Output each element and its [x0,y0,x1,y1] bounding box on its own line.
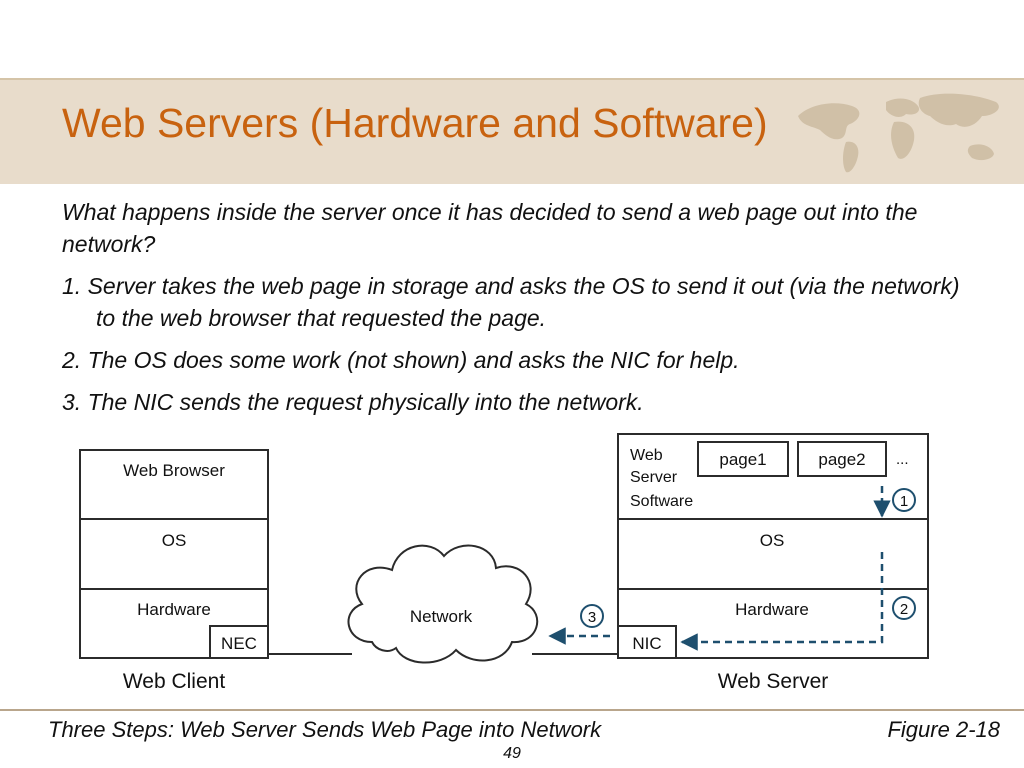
step-2-marker [892,596,916,620]
slide-title: Web Servers (Hardware and Software) [62,100,768,146]
client-nic-box [209,625,269,659]
svg-text:2: 2 [900,601,908,618]
client-os-label: OS [162,531,187,550]
step-2-arrow [680,552,884,651]
step-3-text: 3. The NIC sends the request physically … [62,389,644,415]
step-1-marker [892,488,916,512]
server-label: Web Server [718,670,829,693]
slide-body: What happens inside the server once it h… [62,196,962,428]
title-banner [0,78,1024,184]
server-os-label: OS [760,531,785,550]
footer-divider [0,709,1024,711]
page-number: 49 [503,745,521,762]
client-browser-label: Web Browser [123,461,225,480]
step-2-text: 2. The OS does some work (not shown) and… [62,347,740,373]
server-hardware-label: Hardware [735,600,809,619]
server-nic-box [617,625,677,659]
client-nic-label: NEC [221,634,257,653]
network-cloud [347,544,539,664]
client-hardware-label: Hardware [137,600,211,619]
page1-box [697,441,789,477]
step-3-marker [580,604,604,628]
svg-text:1: 1 [900,493,908,510]
svg-text:3: 3 [588,609,596,626]
world-map-watermark-icon [798,93,999,173]
client-label: Web Client [123,670,225,693]
client-stack [79,449,269,659]
page2-label: page2 [818,450,865,469]
web-server-diagram: Web Browser OS Hardware NEC Web Client N… [79,433,929,693]
intro-text: What happens inside the server once it h… [62,199,918,257]
more-pages-ellipsis: ... [896,451,909,468]
network-label: Network [410,607,473,626]
step-1-text: 1. Server takes the web page in storage … [62,273,960,331]
figure-caption: Three Steps: Web Server Sends Web Page i… [48,717,602,742]
page1-label: page1 [719,450,766,469]
page2-box [797,441,887,477]
figure-number: Figure 2-18 [887,717,1000,742]
server-software-label: Web Server Software [630,447,693,510]
server-nic-label: NIC [632,634,661,653]
